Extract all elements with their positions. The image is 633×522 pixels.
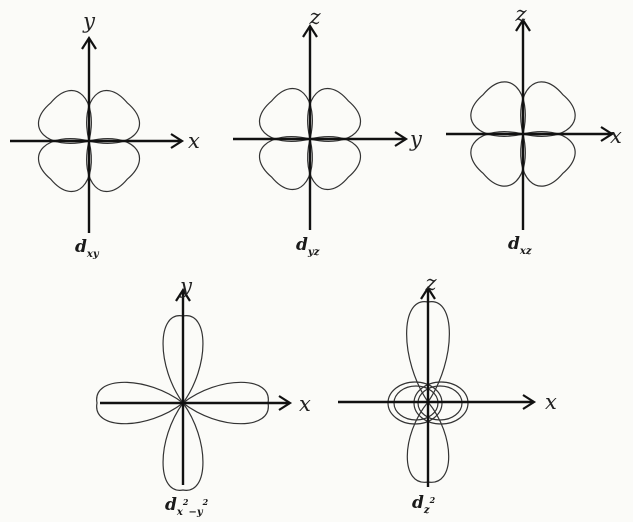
arrow-up-icon [420, 285, 436, 300]
orbital-lobe [258, 136, 313, 191]
orbital-lobe [162, 401, 204, 491]
horizontal-axis-label: x [299, 392, 311, 416]
horizontal-axis-label: x [545, 390, 557, 414]
arrow-right-icon [170, 133, 185, 149]
arrow-up-icon [302, 23, 318, 38]
orbital-label: dxz [508, 234, 532, 257]
orbital-dyz: y z dyz [233, 5, 423, 258]
arrow-right-icon [394, 131, 409, 147]
orbital-dz2: x z dz2 [338, 271, 557, 516]
horizontal-axis-label: y [409, 127, 423, 151]
arrow-up-icon [515, 17, 531, 32]
orbital-dxz: x z dxz [446, 2, 622, 257]
orbital-label: dx2−y2 [165, 495, 209, 518]
vertical-axis-label: y [82, 9, 96, 33]
arrow-up-icon [175, 287, 191, 302]
vertical-axis-label: z [308, 5, 321, 29]
horizontal-axis-label: x [188, 129, 200, 153]
orbital-label: dxy [75, 237, 100, 260]
orbital-lobe [86, 89, 141, 144]
orbital-dx2-y2: x y dx2−y2 [96, 274, 311, 518]
vertical-axis-label: z [514, 2, 527, 26]
vertical-axis-label: z [424, 271, 437, 295]
orbital-lobe [520, 81, 576, 137]
orbital-lobe [86, 138, 141, 193]
vertical-axis-label: y [179, 274, 193, 298]
orbital-lobe [37, 89, 92, 144]
orbital-lobe [307, 87, 362, 142]
orbital-lobe [470, 81, 526, 137]
arrow-right-icon [522, 394, 537, 410]
orbital-lobe [96, 381, 184, 425]
orbital-lobe [470, 131, 526, 187]
arrow-up-icon [81, 35, 97, 50]
horizontal-axis-label: x [610, 124, 622, 148]
orbital-label: dz2 [412, 493, 436, 516]
orbital-lobe [37, 138, 92, 193]
orbital-lobe [307, 136, 362, 191]
orbital-lobe [258, 87, 313, 142]
arrow-right-icon [600, 126, 615, 142]
orbital-lobe [520, 131, 576, 187]
arrow-right-icon [278, 395, 293, 411]
orbital-dxy: x y dxy [10, 9, 200, 260]
orbital-label: dyz [296, 235, 320, 258]
